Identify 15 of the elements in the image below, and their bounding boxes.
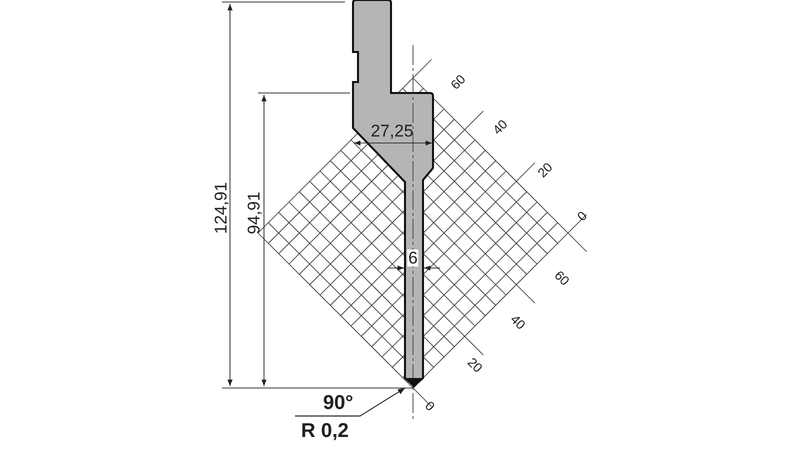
dimension-label: 60 [448,72,468,92]
dimension-label: 20 [464,354,486,376]
dimension-label: 0 [422,398,438,414]
angle-radius-label: 90° [323,393,354,413]
dimension-label: 94,91 [246,190,262,236]
dimension-label: 6 [407,250,419,266]
dimension-label: 20 [534,160,556,180]
dimension-label: 40 [508,312,528,332]
dimension-label: 27,25 [370,122,414,140]
dimension-label: 0 [574,208,590,224]
dimension-label: 60 [552,268,572,288]
dimension-label: 40 [490,116,510,138]
dimension-label: 124,91 [212,181,230,235]
leader-line [294,388,406,416]
angle-radius-label: R 0,2 [301,421,349,441]
